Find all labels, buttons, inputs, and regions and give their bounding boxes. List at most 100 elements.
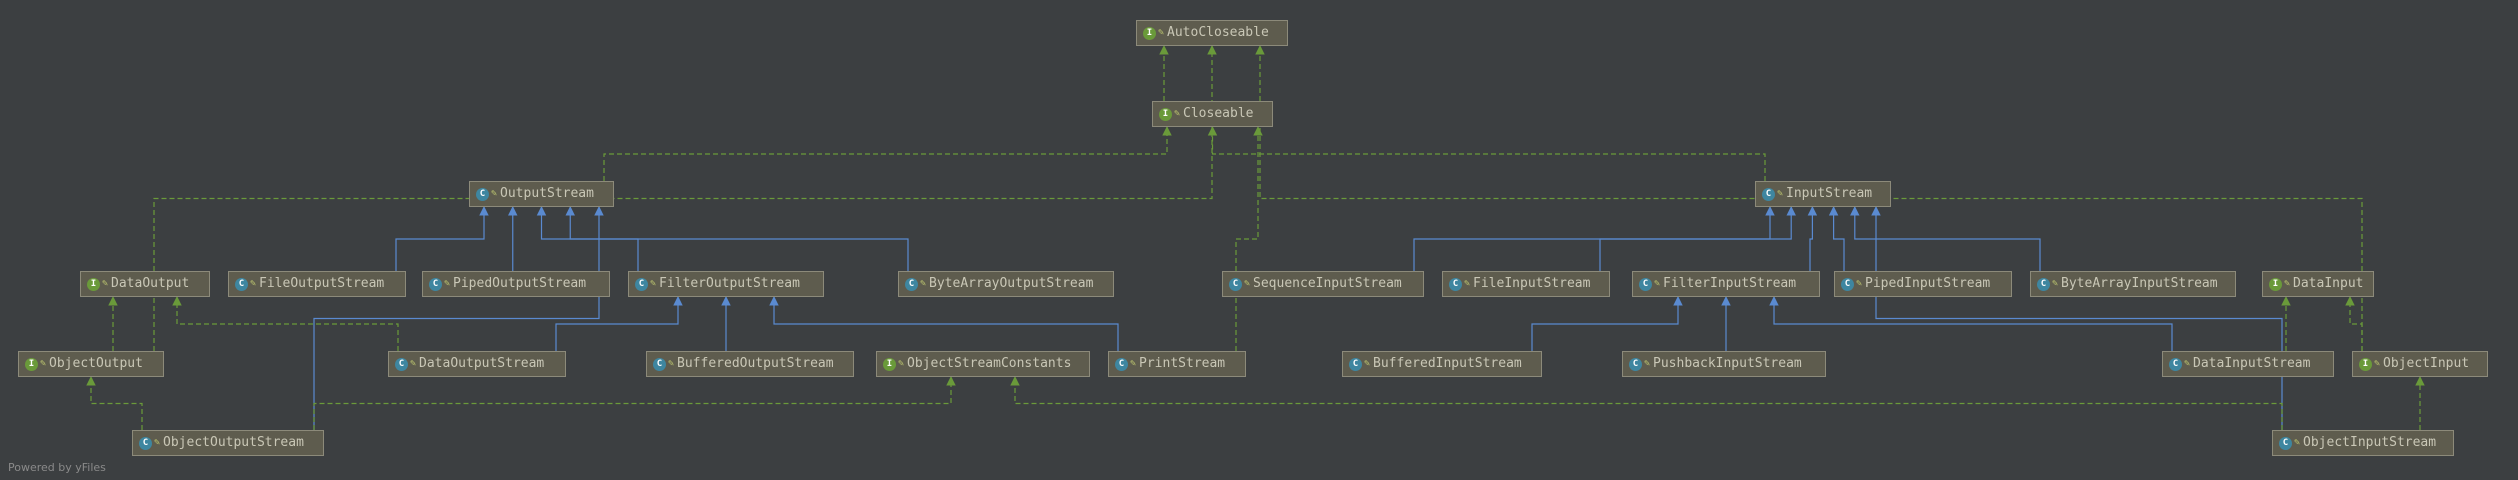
node-label: ObjectStreamConstants (907, 356, 1072, 371)
interface-icon: I (883, 357, 896, 371)
node-label: PipedInputStream (1865, 276, 1991, 291)
pin-icon: ✎ (650, 278, 657, 289)
interface-icon: I (1159, 107, 1172, 121)
node-objectinputstream[interactable]: C✎ObjectInputStream (2272, 430, 2454, 456)
node-printstream[interactable]: C✎PrintStream (1108, 351, 1246, 377)
class-icon: C (653, 357, 666, 371)
pin-icon: ✎ (2374, 358, 2381, 369)
node-autocloseable[interactable]: I✎AutoCloseable (1136, 20, 1288, 46)
pin-icon: ✎ (40, 358, 47, 369)
pin-icon: ✎ (410, 358, 417, 369)
pin-icon: ✎ (1644, 358, 1651, 369)
pin-icon: ✎ (2284, 278, 2291, 289)
pin-icon: ✎ (920, 278, 927, 289)
node-label: ByteArrayOutputStream (929, 276, 1094, 291)
node-bufferedinputstream[interactable]: C✎BufferedInputStream (1342, 351, 1542, 377)
pin-icon: ✎ (1244, 278, 1251, 289)
node-datainput[interactable]: I✎DataInput (2262, 271, 2374, 297)
pin-icon: ✎ (444, 278, 451, 289)
node-label: Closeable (1183, 106, 1254, 121)
abstract-class-icon: C (1762, 187, 1775, 201)
node-closeable[interactable]: I✎Closeable (1152, 101, 1273, 127)
node-bufferedoutputstream[interactable]: C✎BufferedOutputStream (646, 351, 854, 377)
node-datainputstream[interactable]: C✎DataInputStream (2162, 351, 2334, 377)
node-label: PipedOutputStream (453, 276, 587, 291)
node-pipedoutputstream[interactable]: C✎PipedOutputStream (422, 271, 610, 297)
node-bytearrayoutputstream[interactable]: C✎ByteArrayOutputStream (898, 271, 1114, 297)
node-label: DataOutput (111, 276, 190, 291)
pin-icon: ✎ (1130, 358, 1137, 369)
edge-inputstream-implements-closeable (1207, 126, 1766, 181)
pin-icon: ✎ (250, 278, 257, 289)
node-label: DataInputStream (2193, 356, 2311, 371)
abstract-class-icon: C (476, 187, 489, 201)
node-fileinputstream[interactable]: C✎FileInputStream (1442, 271, 1610, 297)
interface-icon: I (87, 277, 100, 291)
edge-bytearrayoutputstream-extends-outputstream (565, 206, 909, 271)
class-icon: C (2169, 357, 2182, 371)
edge-printstream-extends-filteroutputstream (769, 296, 1119, 351)
pin-icon: ✎ (2052, 278, 2059, 289)
pin-icon: ✎ (898, 358, 905, 369)
node-label: DataOutputStream (419, 356, 545, 371)
pin-icon: ✎ (1856, 278, 1863, 289)
node-label: FilterInputStream (1663, 276, 1797, 291)
node-dataoutput[interactable]: I✎DataOutput (80, 271, 210, 297)
node-filterinputstream[interactable]: C✎FilterInputStream (1632, 271, 1820, 297)
node-label: FilterOutputStream (659, 276, 800, 291)
node-objectoutput[interactable]: I✎ObjectOutput (18, 351, 164, 377)
pin-icon: ✎ (1364, 358, 1371, 369)
pin-icon: ✎ (2184, 358, 2191, 369)
node-pipedinputstream[interactable]: C✎PipedInputStream (1834, 271, 2012, 297)
node-objectinput[interactable]: I✎ObjectInput (2352, 351, 2488, 377)
edge-bytearrayinputstream-extends-inputstream (1850, 206, 2041, 271)
node-label: InputStream (1786, 186, 1873, 201)
node-outputstream[interactable]: C✎OutputStream (469, 181, 614, 207)
class-icon: C (139, 436, 152, 450)
node-label: SequenceInputStream (1253, 276, 1402, 291)
node-dataoutputstream[interactable]: C✎DataOutputStream (388, 351, 566, 377)
class-icon: C (395, 357, 408, 371)
node-bytearrayinputstream[interactable]: C✎ByteArrayInputStream (2030, 271, 2236, 297)
edge-dataoutputstream-extends-filteroutputstream (555, 296, 683, 351)
node-objectstreamconstants[interactable]: I✎ObjectStreamConstants (876, 351, 1090, 377)
class-icon: C (635, 277, 648, 291)
node-fileoutputstream[interactable]: C✎FileOutputStream (228, 271, 406, 297)
node-label: PushbackInputStream (1653, 356, 1802, 371)
pin-icon: ✎ (1158, 27, 1165, 38)
node-filteroutputstream[interactable]: C✎FilterOutputStream (628, 271, 824, 297)
class-icon: C (1841, 277, 1854, 291)
node-objectoutputstream[interactable]: C✎ObjectOutputStream (132, 430, 324, 456)
node-label: FileOutputStream (259, 276, 385, 291)
node-label: FileInputStream (1473, 276, 1591, 291)
footer-text: Powered by yFiles (8, 461, 106, 474)
pin-icon: ✎ (1174, 108, 1181, 119)
class-icon: C (2037, 277, 2050, 291)
pin-icon: ✎ (1464, 278, 1471, 289)
class-icon: C (2279, 436, 2292, 450)
interface-icon: I (2269, 277, 2282, 291)
node-label: ObjectInput (2383, 356, 2470, 371)
node-label: OutputStream (500, 186, 594, 201)
pin-icon: ✎ (1654, 278, 1661, 289)
node-sequenceinputstream[interactable]: C✎SequenceInputStream (1222, 271, 1424, 297)
node-label: DataInput (2293, 276, 2364, 291)
edge-objectinput-implements-datainput (2345, 296, 2363, 351)
edge-objectoutputstream-implements-objectstreamconstants (313, 376, 956, 430)
edge-pipedinputstream-extends-inputstream (1828, 206, 1845, 271)
class-icon: C (1229, 277, 1242, 291)
edge-fileinputstream-extends-inputstream (1599, 206, 1796, 271)
edge-bufferedinputstream-extends-filterinputstream (1531, 296, 1683, 351)
node-pushbackinputstream[interactable]: C✎PushbackInputStream (1622, 351, 1826, 377)
edge-datainputstream-extends-filterinputstream (1769, 296, 2173, 351)
class-icon: C (1629, 357, 1642, 371)
edge-dataoutputstream-implements-dataoutput (172, 296, 399, 351)
node-label: ObjectOutputStream (163, 435, 304, 450)
node-inputstream[interactable]: C✎InputStream (1755, 181, 1891, 207)
node-label: BufferedOutputStream (677, 356, 834, 371)
node-label: BufferedInputStream (1373, 356, 1522, 371)
class-icon: C (429, 277, 442, 291)
node-label: PrintStream (1139, 356, 1226, 371)
interface-icon: I (25, 357, 38, 371)
